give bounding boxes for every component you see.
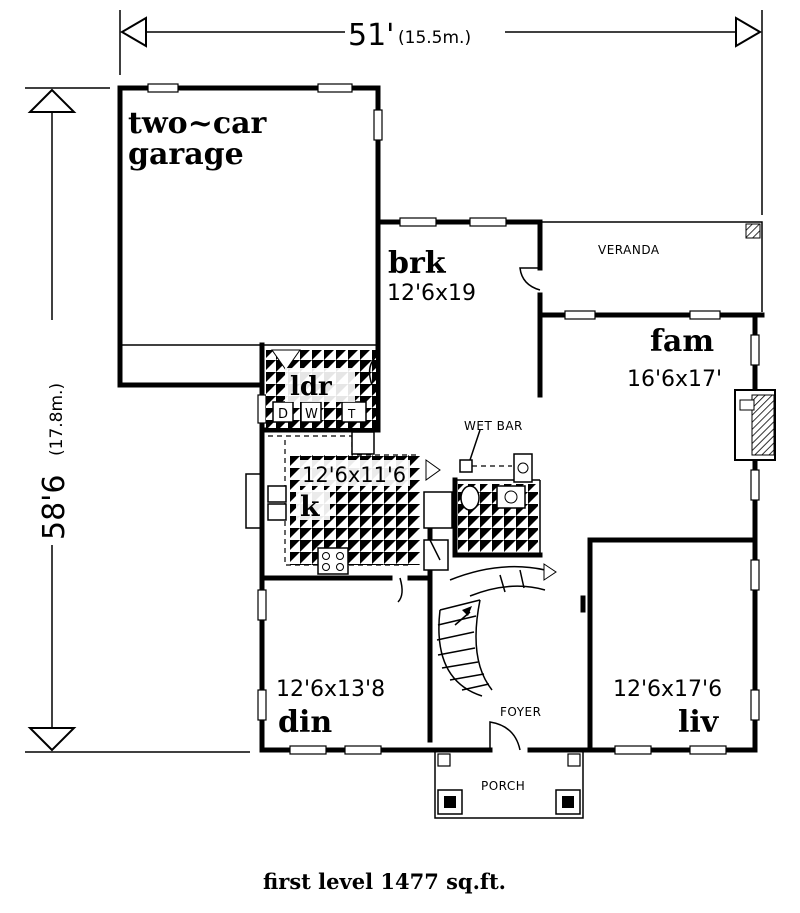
kitchen-name: k bbox=[300, 490, 320, 523]
family-name: fam bbox=[650, 324, 714, 359]
breakfast-size: 12'6x19 bbox=[387, 281, 476, 306]
living-name: liv bbox=[678, 705, 720, 740]
family-size: 16'6x17' bbox=[627, 367, 722, 392]
foyer-label: FOYER bbox=[500, 705, 541, 719]
doors bbox=[368, 267, 541, 751]
depth-metric-label: (17.8m.) bbox=[47, 383, 67, 456]
garage bbox=[117, 83, 383, 388]
laundry-room: D W T ldr bbox=[266, 349, 376, 428]
arrow-up-icon bbox=[27, 88, 77, 113]
width-dimension: 51' (15.5m.) bbox=[119, 10, 763, 215]
arrow-right-icon bbox=[735, 16, 762, 48]
porch-label: PORCH bbox=[481, 779, 525, 793]
width-metric-label: (15.5m.) bbox=[398, 28, 471, 48]
dining-size: 12'6x13'8 bbox=[276, 677, 385, 702]
laundry-name: ldr bbox=[290, 372, 332, 402]
garage-name-line1: two~car bbox=[128, 106, 268, 141]
kitchen-size: 12'6x11'6 bbox=[302, 463, 406, 487]
interior-walls bbox=[259, 219, 758, 748]
washer-label: W bbox=[305, 407, 318, 422]
arrow-left-icon bbox=[120, 16, 147, 48]
dryer-label: D bbox=[278, 407, 288, 422]
wet-bar-label: WET BAR bbox=[464, 419, 523, 433]
breakfast-name: brk bbox=[388, 246, 447, 281]
tub-label: T bbox=[347, 407, 356, 421]
garage-name-line2: garage bbox=[128, 137, 244, 172]
arrow-down-icon bbox=[27, 727, 77, 752]
depth-dimension: 58'6 (17.8m.) bbox=[25, 87, 250, 753]
kitchen: 12'6x11'6 k bbox=[267, 431, 453, 575]
plan-caption: first level 1477 sq.ft. bbox=[263, 869, 506, 894]
depth-label: 58'6 bbox=[37, 474, 72, 540]
wet-bar: WET BAR bbox=[458, 419, 538, 552]
width-label: 51' bbox=[348, 18, 394, 53]
veranda-label: VERANDA bbox=[598, 243, 660, 257]
living-size: 12'6x17'6 bbox=[613, 677, 722, 702]
staircase bbox=[397, 539, 557, 697]
dining-name: din bbox=[278, 705, 332, 740]
porch: PORCH bbox=[434, 750, 584, 819]
